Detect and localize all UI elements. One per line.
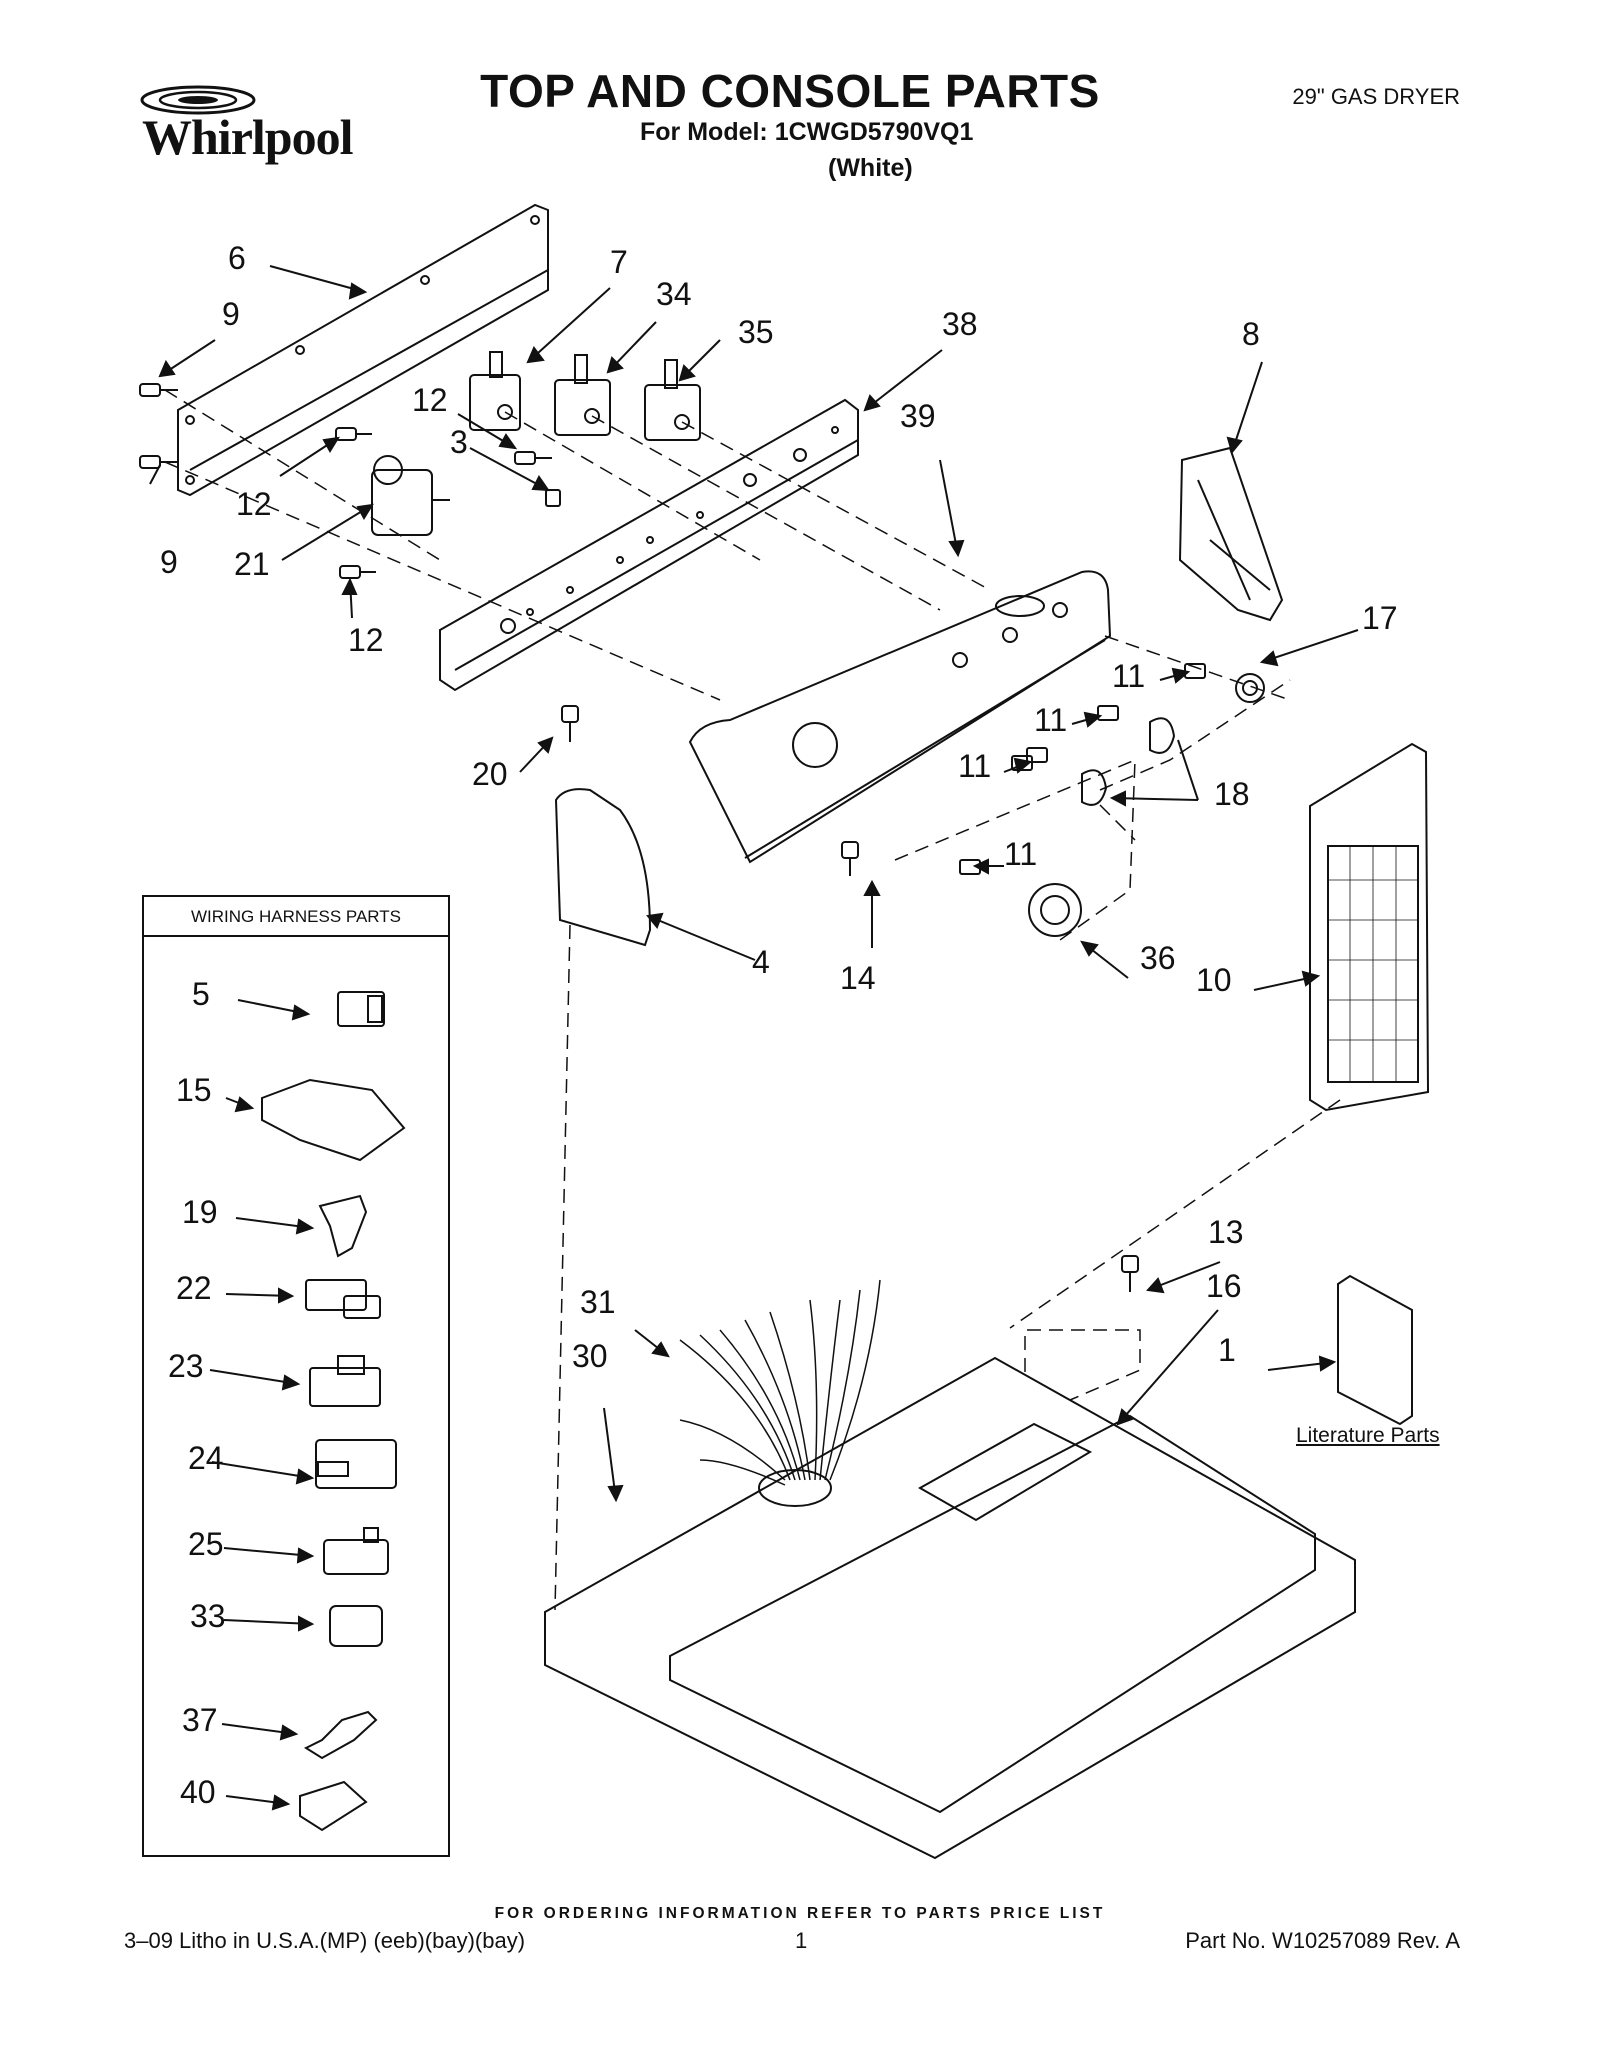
callout-14: 14 — [840, 960, 876, 996]
callout-21: 21 — [234, 546, 270, 582]
callout-12b: 12 — [236, 486, 272, 522]
callout-7: 7 — [610, 244, 628, 280]
product-type: 29" GAS DRYER — [1292, 84, 1460, 109]
brand-wordmark: Whirlpool — [142, 109, 353, 165]
callout-16: 16 — [1206, 1268, 1242, 1304]
callout-36: 36 — [1140, 940, 1176, 976]
callout-h5: 5 — [192, 976, 210, 1012]
callout-h33: 33 — [190, 1598, 226, 1634]
callout-6: 6 — [228, 240, 246, 276]
callout-39: 39 — [900, 398, 936, 434]
callout-12c: 12 — [348, 622, 384, 658]
callout-11d: 11 — [1004, 836, 1038, 872]
callout-4: 4 — [752, 944, 770, 980]
callout-38: 38 — [942, 306, 978, 342]
callout-20: 20 — [472, 756, 508, 792]
wiring-harness-title: WIRING HARNESS PARTS — [144, 897, 448, 937]
left-end-cap-part — [554, 788, 652, 947]
callout-h24: 24 — [188, 1440, 224, 1476]
callout-3: 3 — [450, 424, 468, 460]
model-number: For Model: 1CWGD5790VQ1 — [640, 118, 974, 146]
callout-h25: 25 — [188, 1526, 224, 1562]
literature-parts-label: Literature Parts — [1296, 1424, 1440, 1447]
top-panel-part — [544, 1356, 1356, 1860]
page-title-text: TOP AND CONSOLE PARTS — [480, 65, 1100, 117]
switch-part-34 — [554, 354, 611, 436]
switch-part-7 — [469, 351, 521, 431]
console-part — [688, 570, 1112, 864]
wire-harness-part — [679, 1279, 881, 1486]
switch-part-35 — [644, 359, 701, 441]
page-title: TOP AND CONSOLE PARTS — [0, 64, 1600, 118]
callout-h37: 37 — [182, 1702, 218, 1738]
harness-items — [209, 991, 406, 1832]
callout-9b: 9 — [160, 544, 178, 580]
whirlpool-logo: Whirlpool — [128, 80, 368, 165]
callout-h40: 40 — [180, 1774, 216, 1810]
callout-35: 35 — [738, 314, 774, 350]
callout-11a: 11 — [1112, 658, 1146, 694]
control-panel-part — [439, 398, 859, 692]
callout-30: 30 — [572, 1338, 608, 1374]
callout-18: 18 — [1214, 776, 1250, 812]
litho-info: 3–09 Litho in U.S.A.(MP) (eeb)(bay)(bay) — [124, 1928, 526, 1953]
swirl-icon — [140, 85, 256, 115]
lint-screen-part — [1309, 742, 1430, 1112]
callout-11c: 11 — [958, 748, 992, 784]
callout-8: 8 — [1242, 316, 1260, 352]
model-color: (White) — [828, 154, 913, 182]
callout-h23: 23 — [168, 1348, 204, 1384]
callout-12a: 12 — [412, 382, 448, 418]
callout-9a: 9 — [222, 296, 240, 332]
page-number: 1 — [795, 1928, 808, 1953]
callout-11b: 11 — [1034, 702, 1068, 738]
callout-10: 10 — [1196, 962, 1232, 998]
rear-bracket-part — [177, 203, 549, 497]
timer-part — [371, 455, 450, 536]
wiring-harness-panel: WIRING HARNESS PARTS — [142, 895, 450, 1857]
callout-h15: 15 — [176, 1072, 212, 1108]
literature-part — [1337, 1274, 1413, 1426]
callout-h19: 19 — [182, 1194, 218, 1230]
callout-13: 13 — [1208, 1214, 1244, 1250]
callout-31: 31 — [580, 1284, 616, 1320]
callout-1: 1 — [1218, 1332, 1236, 1368]
callout-17: 17 — [1362, 600, 1398, 636]
end-cap-part — [1178, 446, 1284, 622]
ordering-note: FOR ORDERING INFORMATION REFER TO PARTS … — [494, 1905, 1106, 1922]
callout-34: 34 — [656, 276, 692, 312]
part-number: Part No. W10257089 Rev. A — [1185, 1928, 1460, 1953]
callout-h22: 22 — [176, 1270, 212, 1306]
